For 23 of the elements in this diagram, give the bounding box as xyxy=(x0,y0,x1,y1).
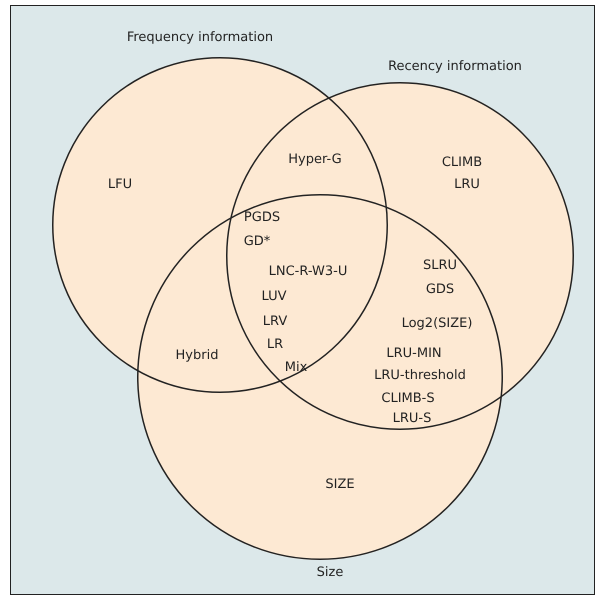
region-label: GDS xyxy=(426,283,454,296)
region-label: CLIMB xyxy=(442,156,482,169)
set-label: Size xyxy=(316,566,344,579)
region-label: SLRU xyxy=(422,259,458,272)
region-label: LR xyxy=(266,338,284,351)
region-label: LRU xyxy=(454,178,480,191)
region-label: LFU xyxy=(108,178,132,191)
region-label: LUV xyxy=(262,290,286,303)
set-label: Frequency information xyxy=(126,31,274,44)
region-label: LRU-threshold xyxy=(374,369,466,382)
region-label: PGDS xyxy=(244,211,280,224)
region-label: LRU-MIN xyxy=(386,347,442,360)
region-label: Hybrid xyxy=(176,349,218,362)
region-label: GD* xyxy=(244,235,270,248)
region-label: Hyper-G xyxy=(288,153,342,166)
region-label: CLIMB-S xyxy=(381,392,435,405)
region-label: Mix xyxy=(284,361,308,374)
region-label: SIZE xyxy=(325,478,355,491)
set-label: Recency information xyxy=(388,60,522,73)
region-label: LRU-S xyxy=(392,412,432,425)
region-label: LRV xyxy=(262,315,288,328)
region-label: Log2(SIZE) xyxy=(402,317,472,330)
region-label: LNC-R-W3-U xyxy=(268,265,348,278)
